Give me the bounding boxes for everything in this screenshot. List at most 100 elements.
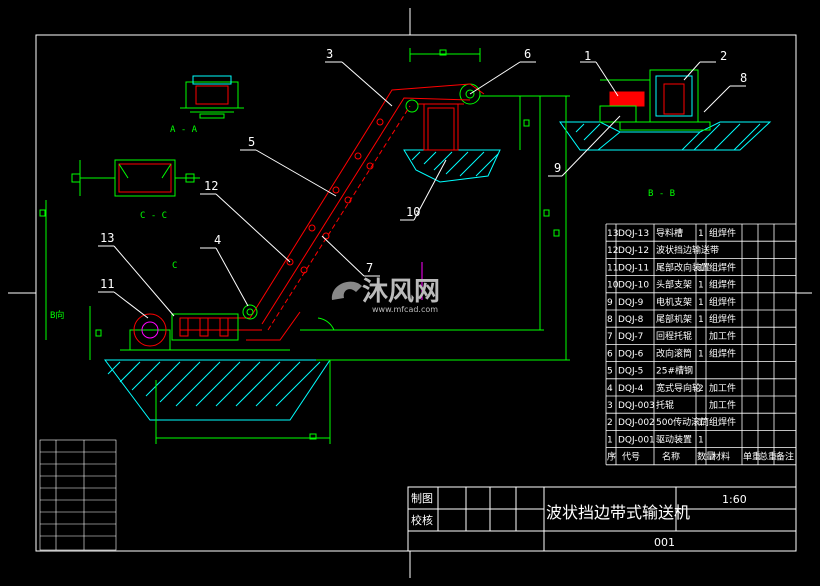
parts-row-seq: 11 xyxy=(607,263,618,273)
tail-section xyxy=(104,313,331,421)
view-c-label: C xyxy=(172,261,177,271)
parts-row-seq: 3 xyxy=(607,401,613,411)
parts-row-name: 回程托辊 xyxy=(656,330,692,342)
parts-row-name: 尾部机架 xyxy=(656,313,692,325)
tail-pulley xyxy=(242,304,258,320)
callout-12: 12 xyxy=(204,179,218,193)
belt-rollers xyxy=(286,118,384,274)
parts-row-name: 25#槽钢 xyxy=(656,365,693,377)
drawing-number: 001 xyxy=(654,536,675,549)
callout-5: 5 xyxy=(248,135,255,149)
parts-row-material: 组焊件 xyxy=(709,227,736,239)
parts-row-seq: 7 xyxy=(607,332,613,342)
view-aa-label: A - A xyxy=(170,125,198,135)
callout-9: 9 xyxy=(554,161,561,175)
parts-row-name: 托辊 xyxy=(656,399,674,411)
parts-row-material: 加工件 xyxy=(709,399,736,411)
parts-row-code: DQJ-11 xyxy=(618,263,649,273)
parts-row-qty: 1 xyxy=(698,418,704,428)
parts-row-material: 加工件 xyxy=(709,330,736,342)
parts-row-code: DQJ-001 xyxy=(618,435,655,445)
parts-row-code: DQJ-10 xyxy=(618,281,649,291)
parts-row-code: DQJ-6 xyxy=(618,349,644,359)
parts-row-material: 组焊件 xyxy=(709,261,736,273)
parts-row-code: DQJ-003 xyxy=(618,401,655,411)
drawing-scale: 1:60 xyxy=(722,493,747,506)
parts-row-material: 组焊件 xyxy=(709,416,736,428)
callout-2: 2 xyxy=(720,49,727,63)
watermark-text: 沐风网 xyxy=(362,277,440,307)
parts-row-code: DQJ-13 xyxy=(618,229,649,239)
parts-row-seq: 13 xyxy=(607,229,618,239)
parts-header-cell: 总重 xyxy=(759,451,777,463)
parts-header-cell: 序 xyxy=(607,451,616,463)
callout-13: 13 xyxy=(100,231,114,245)
parts-row-material: 组焊件 xyxy=(709,313,736,325)
tail-pulley-inner xyxy=(246,308,254,316)
parts-header-cell: 数量 xyxy=(697,451,715,463)
parts-row-name: 宽式导向轮 xyxy=(656,382,701,394)
callout-leaders xyxy=(98,61,746,319)
watermark: 沐风网 www.mfcad.com xyxy=(331,262,440,314)
parts-row-material: 组焊件 xyxy=(709,347,736,359)
label-check: 校核 xyxy=(411,513,433,527)
parts-row-code: DQJ-5 xyxy=(618,367,643,377)
parts-row-name: 驱动装置 xyxy=(656,433,692,445)
dimension-ticks xyxy=(39,49,560,440)
view-cc-label: C - C xyxy=(140,211,167,221)
drawing-title: 波状挡边带式输送机 xyxy=(546,503,690,522)
parts-row-code: DQJ-8 xyxy=(618,315,644,325)
center-marks xyxy=(8,8,812,578)
title-block xyxy=(407,486,797,552)
callout-numbers: 1 2 3 4 5 6 7 8 9 10 11 12 13 xyxy=(100,47,747,291)
view-bb-label: B - B xyxy=(648,189,675,199)
parts-header-cell: 材料 xyxy=(712,451,730,463)
view-bb xyxy=(559,69,772,151)
callout-8: 8 xyxy=(740,71,747,85)
parts-row-seq: 8 xyxy=(607,315,613,325)
parts-header-cell: 备注 xyxy=(776,451,794,463)
label-draw: 制图 xyxy=(411,492,433,505)
parts-row-qty: 1 xyxy=(698,298,704,308)
view-aa xyxy=(180,75,244,119)
callout-4: 4 xyxy=(214,233,221,247)
parts-row-name: 500传动滚筒 xyxy=(656,416,709,428)
parts-header-cell: 名称 xyxy=(662,451,680,463)
parts-row-name: 改向滚筒 xyxy=(656,347,692,359)
technical-table xyxy=(39,439,117,551)
view-b-direction: B向 xyxy=(50,309,64,321)
callout-1: 1 xyxy=(584,49,591,63)
parts-row-code: DQJ-7 xyxy=(618,332,643,342)
parts-row-qty: 1 xyxy=(698,435,704,445)
watermark-logo-icon xyxy=(331,281,362,300)
watermark-url: www.mfcad.com xyxy=(372,305,438,314)
parts-row-seq: 5 xyxy=(607,367,613,377)
parts-row-qty: 1 xyxy=(698,315,704,325)
parts-row-qty: 2 xyxy=(698,384,704,394)
parts-header-cell: 单重 xyxy=(743,451,761,463)
parts-row-name: 头部支架 xyxy=(656,279,692,291)
callout-11: 11 xyxy=(100,277,114,291)
parts-row-seq: 2 xyxy=(607,418,613,428)
parts-row-code: DQJ-9 xyxy=(618,298,644,308)
parts-row-material: 组焊件 xyxy=(709,279,736,291)
parts-row-seq: 12 xyxy=(607,246,618,256)
parts-row-name: 电机支架 xyxy=(656,296,692,308)
view-cc xyxy=(71,159,200,197)
parts-row-qty: 1 xyxy=(698,349,704,359)
parts-row-seq: 9 xyxy=(607,298,613,308)
dimension-lines xyxy=(45,48,570,444)
parts-row-seq: 4 xyxy=(607,384,613,394)
parts-row-seq: 1 xyxy=(607,435,613,445)
callout-3: 3 xyxy=(326,47,333,61)
parts-row-material: 加工件 xyxy=(709,382,736,394)
parts-header-cell: 代号 xyxy=(622,452,640,463)
parts-row-seq: 6 xyxy=(607,349,613,359)
parts-row-material: 组焊件 xyxy=(709,296,736,308)
parts-row-name: 尾部改向装置 xyxy=(656,261,710,273)
parts-row-qty: 1 xyxy=(698,263,704,273)
parts-row-qty: 1 xyxy=(698,229,704,239)
callout-6: 6 xyxy=(524,47,531,61)
